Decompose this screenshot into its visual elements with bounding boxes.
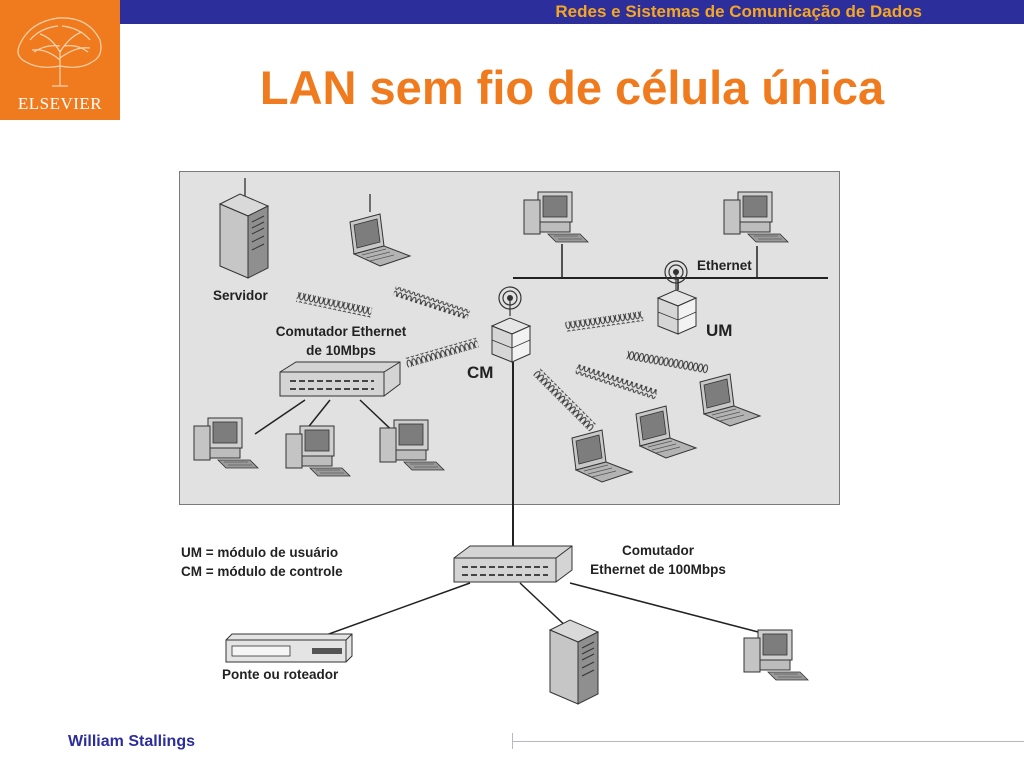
pc-switch10-3-icon	[379, 419, 445, 471]
switch10-label-line2: de 10Mbps	[306, 343, 376, 358]
switch-100mbps-icon	[453, 545, 573, 583]
um-cube-icon	[657, 289, 697, 335]
server-100mbps-icon	[549, 619, 599, 705]
ethernet-bus	[513, 244, 828, 290]
bridge-label: Ponte ou roteador	[222, 667, 339, 682]
footer-author: William Stallings	[68, 733, 195, 750]
pc-ethernet-2-icon	[723, 191, 789, 243]
server-label: Servidor	[213, 288, 268, 303]
wireless-links	[295, 286, 709, 432]
header-bar	[120, 0, 1024, 24]
tree-logo-icon	[17, 17, 102, 87]
pc-switch10-1-icon	[193, 417, 259, 469]
cm-module	[491, 286, 531, 363]
laptop-wireless-2-icon	[635, 405, 697, 459]
ethernet-label: Ethernet	[697, 258, 752, 273]
laptop-wireless-1-icon	[571, 429, 633, 483]
switch100-label-line2: Ethernet de 100Mbps	[590, 562, 726, 577]
switch100-label-line1: Comutador	[622, 543, 694, 558]
course-title: Redes e Sistemas de Comunicação de Dados	[555, 2, 922, 21]
switch10-label-line1: Comutador Ethernet	[275, 324, 407, 339]
pc-100mbps-icon	[743, 629, 809, 681]
elsevier-logo: ELSEVIER	[0, 0, 120, 120]
switch-10mbps-icon	[279, 361, 401, 397]
laptop-wireless-3-icon	[699, 373, 761, 427]
switch100-links	[289, 582, 763, 649]
pc-ethernet-1-icon	[523, 191, 589, 243]
footer-divider	[512, 741, 1024, 742]
legend: UM = módulo de usuário CM = módulo de co…	[181, 543, 343, 581]
um-module	[657, 260, 697, 335]
legend-cm: CM = módulo de controle	[181, 564, 343, 579]
bridge-router-icon	[225, 633, 353, 663]
laptop-top-icon	[349, 213, 411, 267]
slide-title: LAN sem fio de célula única	[259, 61, 885, 114]
legend-um: UM = módulo de usuário	[181, 545, 339, 560]
server-tower-icon	[219, 193, 269, 279]
cm-cube-icon	[491, 317, 531, 363]
um-label: UM	[706, 321, 733, 340]
cm-label: CM	[467, 363, 494, 382]
pc-switch10-2-icon	[285, 425, 351, 477]
logo-wordmark: ELSEVIER	[17, 94, 103, 113]
